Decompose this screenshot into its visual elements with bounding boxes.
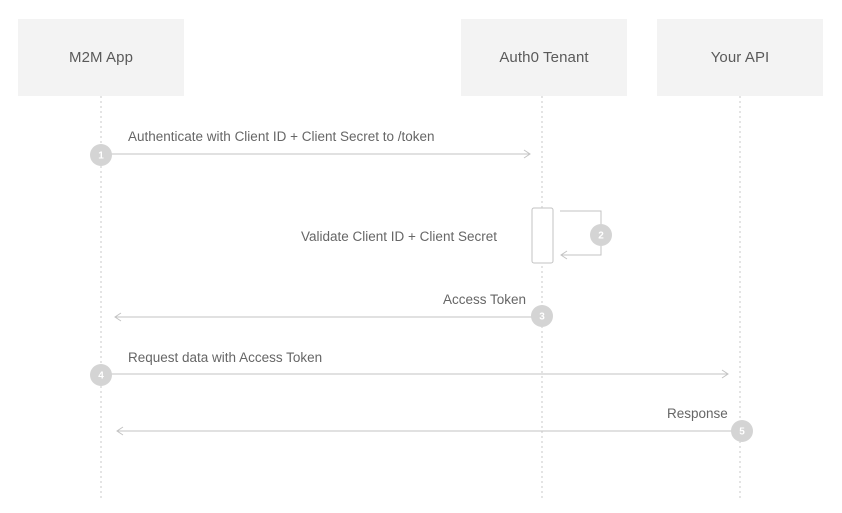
step-badge-1: 1	[90, 144, 112, 166]
participant-m2m-app: M2M App	[18, 19, 184, 96]
arrowhead-step-3	[114, 312, 122, 322]
participant-auth0-tenant: Auth0 Tenant	[461, 19, 627, 96]
step-badge-3: 3	[531, 305, 553, 327]
message-label-5: Response	[667, 406, 728, 421]
step-badge-2: 2	[590, 224, 612, 246]
step-number-1: 1	[98, 151, 104, 162]
message-label-3: Access Token	[443, 292, 527, 307]
message-label-4: Request data with Access Token	[128, 350, 323, 365]
arrowhead-step-1	[523, 149, 531, 159]
arrowhead-step-2	[560, 250, 568, 260]
step-number-3: 3	[539, 312, 545, 323]
arrowhead-step-4	[721, 369, 729, 379]
step-number-4: 4	[98, 371, 104, 382]
message-label-1: Authenticate with Client ID + Client Sec…	[128, 129, 435, 144]
participant-label-your-api: Your API	[710, 49, 770, 66]
participant-label-m2m-app: M2M App	[68, 49, 134, 66]
step-number-5: 5	[739, 427, 745, 438]
step-badge-4: 4	[90, 364, 112, 386]
participant-your-api: Your API	[657, 19, 823, 96]
activation-box	[531, 207, 554, 264]
step-badge-5: 5	[731, 420, 753, 442]
arrowhead-step-5	[116, 426, 124, 436]
message-label-2: Validate Client ID + Client Secret	[301, 229, 497, 244]
participant-label-auth0-tenant: Auth0 Tenant	[499, 49, 589, 66]
step-number-2: 2	[598, 231, 604, 242]
